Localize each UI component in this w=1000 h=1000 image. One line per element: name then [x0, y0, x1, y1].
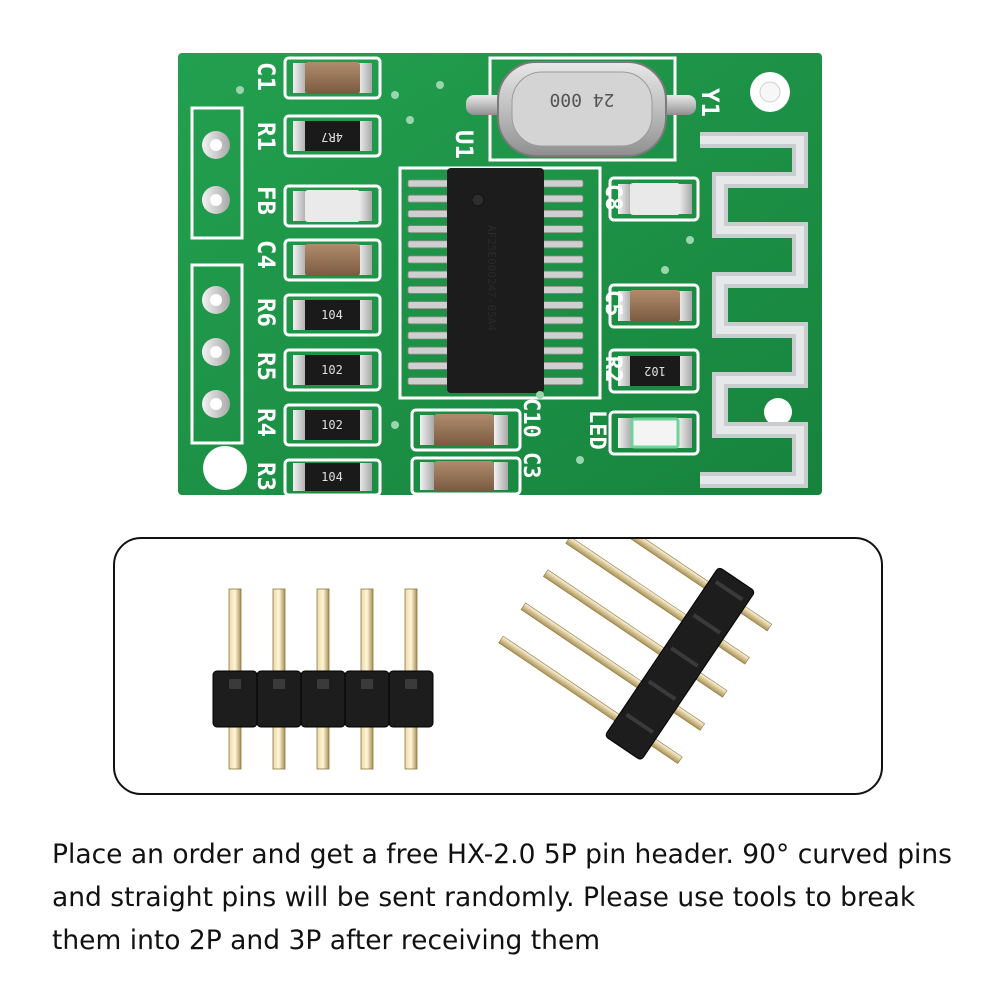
capacitor-c4: [283, 238, 382, 282]
vias: [236, 81, 694, 464]
resistor-r5-code: 102: [321, 363, 343, 377]
ic-pin: [540, 179, 584, 188]
ic-pin: [407, 331, 451, 340]
resistor-r6: 104: [283, 293, 382, 337]
caption-text: Place an order and get a free HX-2.0 5P …: [52, 839, 952, 956]
ic-pin: [540, 209, 584, 218]
ic-pin: [540, 377, 584, 386]
spacer-ridge: [625, 712, 655, 735]
label-c8: C8: [600, 184, 625, 211]
left-silkscreen-labels: C1 R1 FB C4 R6 R5 R4 R3: [252, 62, 280, 491]
capacitor-c1: [283, 56, 382, 100]
ic-pin: [540, 346, 584, 355]
resistor-r4: 102: [283, 403, 382, 447]
spacer-ridge: [714, 580, 744, 602]
ic-pin: [407, 179, 451, 188]
straight-pin-header: [212, 588, 434, 770]
capacitor-c10: [410, 408, 522, 452]
label-r6: R6: [252, 298, 280, 327]
ic-pin: [407, 225, 451, 234]
resistor-r1-code: 4R7: [321, 130, 343, 144]
pin-header-illustration: [212, 539, 773, 770]
resistor-r5: 102: [283, 348, 382, 392]
label-r3: R3: [252, 462, 280, 491]
ic-pin: [540, 255, 584, 264]
ic-pin: [407, 240, 451, 249]
right-angle-pin-header: [498, 539, 773, 764]
chip-marking: AF25E000247-65A4: [485, 225, 498, 331]
ic-pin: [407, 194, 451, 203]
right-angle-pin-leg: [498, 635, 628, 728]
ic-pin: [540, 301, 584, 310]
label-r2: R2: [600, 356, 625, 383]
ic-pin: [540, 285, 584, 294]
label-r5: R5: [252, 352, 280, 381]
resistor-r2-code: 102: [644, 364, 666, 378]
ic-pin: [407, 301, 451, 310]
audio-pad-group: [190, 263, 244, 445]
label-r1: R1: [252, 122, 280, 151]
spacer-ridge: [647, 679, 677, 701]
mounting-hole-bottom-left: [203, 446, 247, 490]
spacer-highlight: [361, 679, 373, 689]
label-c4: C4: [252, 240, 280, 269]
plastic-spacer-strip: [605, 567, 755, 760]
plastic-spacer-block: [388, 670, 434, 728]
label-led: LED: [584, 410, 609, 450]
ic-pin: [540, 361, 584, 370]
resistor-r6-code: 104: [321, 308, 343, 322]
label-u1: U1: [450, 130, 478, 159]
capacitor-c5: [608, 283, 700, 329]
spacer-ridge: [692, 613, 722, 635]
ic-pin: [407, 361, 451, 370]
ic-pin: [540, 240, 584, 249]
right-angle-pin-leg: [565, 539, 696, 628]
ic-pin: [407, 316, 451, 325]
spacer-highlight: [317, 679, 329, 689]
ic-pin: [407, 377, 451, 386]
bluetooth-audio-module-board: 4R7 104 102 102 104: [178, 53, 822, 497]
ic-pin: [540, 331, 584, 340]
capacitor-c8: [608, 176, 700, 222]
resistor-r3-code: 104: [321, 470, 343, 484]
label-y1: Y1: [696, 88, 724, 117]
crystal-marking: 24 000: [549, 89, 614, 110]
label-c3: C3: [518, 452, 543, 479]
resistor-r2: 102: [608, 348, 700, 394]
ic-pin: [407, 346, 451, 355]
ic-pin: [540, 316, 584, 325]
spacer-highlight: [405, 679, 417, 689]
mounting-hole-bottom-right: [764, 398, 792, 426]
ic-pin: [540, 225, 584, 234]
spacer-highlight: [229, 679, 241, 689]
ferrite-bead-fb: [283, 184, 382, 228]
pcb-antenna: [700, 132, 808, 488]
ic-pin: [407, 285, 451, 294]
resistor-r4-code: 102: [321, 418, 343, 432]
mounting-hole-top-right: [750, 72, 790, 112]
label-c5: C5: [600, 290, 625, 317]
power-pad-group: [190, 106, 244, 240]
resistor-r3: 104: [283, 458, 382, 497]
ic-pin: [407, 255, 451, 264]
ic-pin: [407, 270, 451, 279]
right-angle-header-body: [498, 539, 773, 764]
status-led: [608, 410, 700, 456]
ic-pin: [540, 194, 584, 203]
label-fb: FB: [252, 186, 280, 215]
ic-pin: [407, 209, 451, 218]
crystal-y1: 24 000: [466, 56, 696, 162]
label-r4: R4: [252, 408, 280, 437]
spacer-ridge: [670, 646, 699, 668]
label-c1: C1: [252, 62, 280, 91]
ic-pin: [540, 270, 584, 279]
capacitor-c3: [410, 456, 522, 496]
resistor-r1: 4R7: [283, 114, 382, 158]
right-angle-pin-leg: [520, 602, 651, 694]
right-angle-pin-leg: [542, 569, 673, 661]
chip-u1: AF25E000247-65A4: [398, 166, 602, 400]
pin-header-panel: [113, 537, 883, 795]
label-c10: C10: [518, 398, 543, 438]
spacer-highlight: [273, 679, 285, 689]
